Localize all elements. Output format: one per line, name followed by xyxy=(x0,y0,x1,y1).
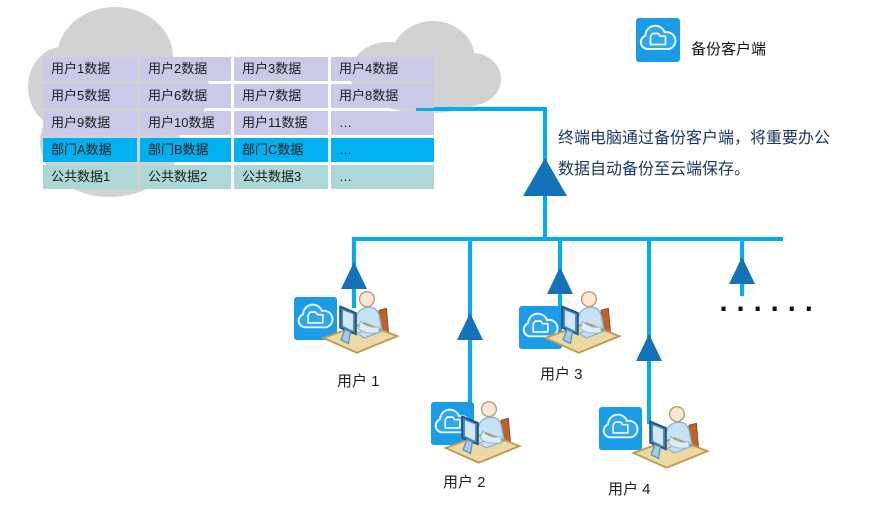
person-at-computer-figure xyxy=(318,288,403,362)
more-users-ellipsis: ...... xyxy=(716,288,819,317)
table-cell: 公共数据3 xyxy=(234,165,328,189)
table-cell: 用户3数据 xyxy=(234,57,328,81)
person-at-computer-figure xyxy=(540,288,625,362)
user-node-3: 用户 3 xyxy=(516,286,646,396)
note-line-1: 终端电脑通过备份客户端，将重要办公 xyxy=(558,130,831,147)
table-cell: 部门B数据 xyxy=(140,138,231,162)
upload-arrow-user3 xyxy=(547,267,573,294)
table-cell: 用户2数据 xyxy=(140,57,231,81)
drop-line-user4 xyxy=(647,240,651,424)
user-node-4: 用户 4 xyxy=(596,401,726,511)
table-cell: 用户1数据 xyxy=(43,57,137,81)
user-node-2: 用户 2 xyxy=(428,396,558,506)
upload-arrow-user1 xyxy=(341,262,367,289)
description-note: 终端电脑通过备份客户端，将重要办公 数据自动备份至云端保存。 xyxy=(558,123,868,185)
person-at-computer-figure xyxy=(440,398,525,472)
table-cell: 用户7数据 xyxy=(234,84,328,108)
cloud-data-table: 用户1数据 用户2数据 用户3数据 用户4数据 用户5数据 用户6数据 用户7数… xyxy=(43,57,434,189)
user-label: 用户 1 xyxy=(337,373,380,390)
user-label: 用户 4 xyxy=(608,481,651,498)
table-cell: 用户5数据 xyxy=(43,84,137,108)
legend-label: 备份客户端 xyxy=(691,41,767,58)
table-cell: 用户6数据 xyxy=(140,84,231,108)
table-cell: 用户9数据 xyxy=(43,111,137,135)
person-at-computer-figure xyxy=(628,403,713,477)
table-cell: 部门A数据 xyxy=(43,138,137,162)
upload-arrow-main xyxy=(523,158,567,196)
upload-arrow-more xyxy=(729,257,755,284)
table-cell: 部门C数据 xyxy=(234,138,328,162)
upload-arrow-user4 xyxy=(636,334,662,361)
note-line-2: 数据自动备份至云端保存。 xyxy=(558,161,751,178)
table-cell: 用户8数据 xyxy=(331,84,434,108)
user-label: 用户 3 xyxy=(540,366,583,383)
table-cell: 用户11数据 xyxy=(234,111,328,135)
bus-line xyxy=(352,237,783,241)
user-label: 用户 2 xyxy=(443,474,486,491)
table-cell: … xyxy=(331,111,434,135)
table-cell: 公共数据2 xyxy=(140,165,231,189)
connector-table-to-trunk xyxy=(416,107,547,111)
table-cell: 公共数据1 xyxy=(43,165,137,189)
table-cell: … xyxy=(331,138,434,162)
table-cell: … xyxy=(331,165,434,189)
upload-arrow-user2 xyxy=(457,313,483,340)
cloud-folder-backup-icon xyxy=(635,17,681,63)
table-cell: 用户4数据 xyxy=(331,57,434,81)
user-node-1: 用户 1 xyxy=(290,285,420,395)
table-cell: 用户10数据 xyxy=(140,111,231,135)
